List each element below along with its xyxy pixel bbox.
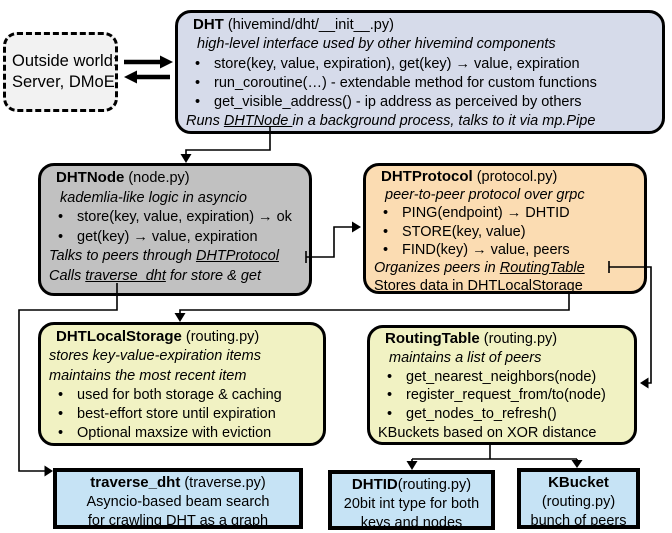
routing-table-bullet-2: •register_request_from/to(node) (376, 386, 628, 405)
kbucket-title: KBucket (548, 474, 609, 491)
traverse-dht-line2: Asyncio-based beam search (86, 493, 270, 510)
dht-local-storage-bullet-2: •best-effort store until expiration (47, 405, 317, 424)
dht-local-storage-subtitle-2: maintains the most recent item (49, 367, 247, 384)
routing-table-footer: KBuckets based on XOR distance (378, 424, 597, 441)
dhtid-line3: keys and nodes (360, 514, 463, 531)
dht-local-storage-bullet-3: •Optional maxsize with eviction (47, 424, 317, 443)
dhtnode-to-dhtprotocol-arrow (305, 221, 361, 263)
kbucket-file: (routing.py) (541, 493, 616, 510)
dht-subtitle: high-level interface used by other hivem… (197, 36, 556, 53)
dht-node-footer-2: Calls traverse_dht for store & get (49, 267, 261, 284)
dhtid-line2: 20bit int type for both (343, 495, 480, 512)
dht-node-title: DHTNode (node.py) (56, 169, 190, 186)
dht-protocol-bullet-2: •STORE(key, value) (372, 223, 638, 241)
dht-node-bullet-2: •get(key) → value, expiration (47, 228, 303, 248)
bullet-icon: • (383, 223, 389, 240)
bullet-icon: • (195, 55, 201, 72)
dht-box: DHT (hivemind/dht/__init__.py) high-leve… (175, 10, 665, 134)
dht-protocol-subtitle: peer-to-peer protocol over grpc (385, 187, 585, 204)
bullet-icon: • (58, 386, 64, 403)
dht-bullet-2: •run_coroutine(…) - extendable method fo… (184, 74, 656, 93)
dht-local-storage-bullet-1: •used for both storage & caching (47, 386, 317, 405)
routing-table-bullet-1: •get_nearest_neighbors(node) (376, 368, 628, 387)
bullet-icon: • (195, 74, 201, 91)
dht-local-storage-box: DHTLocalStorage (routing.py) stores key-… (38, 322, 326, 446)
bullet-icon: • (58, 425, 64, 442)
dhtid-title: DHTID(routing.py) (351, 476, 472, 493)
dht-node-subtitle: kademlia-like logic in asyncio (60, 189, 247, 206)
dht-protocol-title: DHTProtocol (protocol.py) (381, 168, 558, 185)
outside-dht-arrow-right (124, 55, 173, 69)
dht-protocol-footer-2: Stores data in DHTLocalStorage (374, 278, 583, 295)
dht-protocol-bullet-1: •PING(endpoint) → DHTID (372, 204, 638, 222)
dht-footer: Runs DHTNode in a background process, ta… (186, 113, 596, 130)
traverse-dht-title: traverse_dht (traverse.py) (90, 474, 266, 491)
dht-protocol-bullet-3: •FIND(key) → value, peers (372, 241, 638, 259)
dht-title: DHT (hivemind/dht/__init__.py) (193, 16, 394, 33)
traverse-dht-line3: for crawling DHT as a graph (87, 512, 269, 529)
routingtable-to-dhtid-kbucket-arrows (406, 445, 583, 470)
dht-bullet-1: •store(key, value, expiration), get(key)… (184, 55, 656, 74)
routing-table-title: RoutingTable (routing.py) (385, 330, 558, 347)
dht-bullet-3: •get_visible_address() - ip address as p… (184, 93, 656, 112)
dht-local-storage-subtitle-1: stores key-value-expiration items (49, 348, 261, 365)
dht-node-footer-1: Talks to peers through DHTProtocol (49, 248, 279, 264)
bullet-icon: • (58, 406, 64, 423)
routing-table-subtitle: maintains a list of peers (389, 349, 542, 366)
outside-world-line2: Server, DMoE (12, 73, 115, 91)
dhtprotocol-to-localstorage-arrow (174, 292, 570, 322)
dht-protocol-footer-1: Organizes peers in RoutingTable (374, 260, 585, 277)
dhtid-box: DHTID(routing.py) 20bit int type for bot… (328, 470, 495, 531)
bullet-icon: • (383, 241, 389, 258)
dht-node-bullet-1: •store(key, value, expiration) → ok (47, 208, 303, 228)
bullet-icon: • (387, 368, 393, 385)
bullet-icon: • (58, 228, 64, 245)
routing-table-box: RoutingTable (routing.py) maintains a li… (367, 325, 637, 445)
bullet-icon: • (387, 406, 393, 423)
dht-local-storage-title: DHTLocalStorage (routing.py) (56, 328, 260, 345)
outside-world-box: Outside world: Server, DMoE (3, 32, 118, 112)
traverse-dht-box: traverse_dht (traverse.py) Asyncio-based… (53, 468, 303, 529)
bullet-icon: • (383, 205, 389, 222)
dht-protocol-box: DHTProtocol (protocol.py) peer-to-peer p… (363, 163, 647, 294)
bullet-icon: • (195, 94, 201, 111)
bullet-icon: • (387, 387, 393, 404)
kbucket-box: KBucket (routing.py) bunch of peers (517, 468, 640, 529)
outside-world-line1: Outside world: (12, 52, 118, 70)
routing-table-bullet-3: •get_nodes_to_refresh() (376, 405, 628, 424)
bullet-icon: • (58, 209, 64, 225)
kbucket-line3: bunch of peers (530, 512, 627, 529)
dht-node-box: DHTNode (node.py) kademlia-like logic in… (38, 163, 312, 296)
dht-outside-arrow-left (124, 70, 170, 84)
